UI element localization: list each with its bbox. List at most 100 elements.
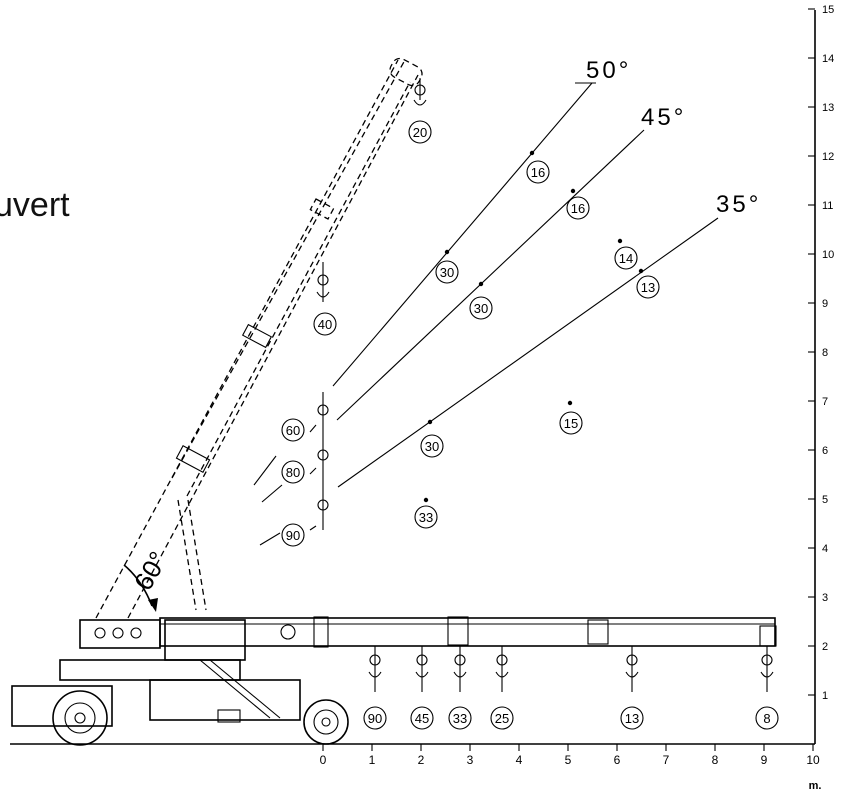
crane-body [11,619,301,727]
x-tick-label: 5 [565,753,572,767]
y-tick-label: 4 [822,543,828,555]
point-marker [444,249,450,255]
unit-label: m. [809,780,822,791]
raised-boom [95,57,423,619]
svg-text:14: 14 [619,251,633,266]
ground-load-badge: 90 [363,706,387,730]
y-tick-label: 2 [822,641,828,653]
ground-load-label: 8 [763,711,770,726]
x-tick-label: 9 [761,753,768,767]
hook-icon [453,646,467,692]
load-badge-free-15: 15 [559,411,583,435]
y-tick-label: 7 [822,396,828,408]
y-tick-label: 13 [822,102,834,114]
point-marker [638,268,644,274]
svg-text:16: 16 [571,201,585,216]
hook-icon [760,646,774,692]
hook-icon [316,262,330,302]
y-tick-label: 1 [822,690,828,702]
y-tick-label: 14 [822,53,834,65]
angle-line-45: 45° [336,104,686,421]
load-badge-90: 90 [281,523,305,547]
svg-text:33: 33 [419,510,433,525]
rear-wheel [303,699,349,745]
svg-text:90: 90 [286,528,300,543]
x-tick-label: 6 [614,753,621,767]
point-marker [617,238,623,244]
x-tick-label: 1 [369,753,376,767]
angle-label-45: 45° [641,104,686,131]
y-tick-label: 8 [822,347,828,359]
x-tick-label: 10 [806,753,820,767]
angle-label-35: 35° [716,191,761,218]
front-wheel [52,690,108,746]
svg-text:30: 30 [474,301,488,316]
hook-icon [368,646,382,692]
svg-text:30: 30 [425,439,439,454]
svg-text:40: 40 [318,317,332,332]
load-badge-40: 40 [313,312,337,336]
ground-load-badge: 25 [490,706,514,730]
hook-icon [317,392,329,530]
load-badge-35-a: 13 [636,275,660,299]
hook-icon [495,646,509,692]
load-badge-50-a: 16 [526,160,550,184]
svg-text:80: 80 [286,465,300,480]
svg-text:16: 16 [531,165,545,180]
angle-line-50: 50° [332,57,631,387]
y-tick-label: 11 [822,200,833,212]
point-marker [567,400,573,406]
y-tick-label: 10 [822,249,834,261]
angle-line-35: 35° [337,191,761,488]
point-marker [529,150,535,156]
angle-label-50: 50° [586,57,631,84]
y-tick-label: 3 [822,592,828,604]
horizontal-boom [159,616,777,648]
load-badge-60: 60 [281,418,305,442]
x-tick-label: 8 [712,753,719,767]
point-marker [570,188,576,194]
point-marker [478,281,484,287]
svg-text:30: 30 [440,265,454,280]
load-badge-tip: 20 [408,120,432,144]
y-tick-label: 12 [822,151,834,163]
load-badge-45-b: 30 [469,296,493,320]
ground-hooks: 90 45 33 25 13 8 [363,646,779,730]
boom-angle-label: 60° [128,546,174,595]
ground-load-badge: 8 [755,706,779,730]
hook-icon [413,78,427,106]
svg-text:20: 20 [413,125,427,140]
ground-load-label: 90 [368,711,382,726]
x-tick-label: 0 [320,753,327,767]
load-badge-50-b: 30 [435,260,459,284]
ground-load-badge: 13 [620,706,644,730]
svg-text:60: 60 [286,423,300,438]
ground-load-label: 13 [625,711,639,726]
load-badge-free-14: 14 [614,246,638,270]
page-title: uvert [0,186,70,224]
x-tick-label: 4 [516,753,523,767]
point-marker [427,419,433,425]
y-tick-label: 5 [822,494,828,506]
ground-load-badge: 33 [448,706,472,730]
ground-load-badge: 45 [410,706,434,730]
load-badge-45-a: 16 [566,196,590,220]
hook-icon [625,646,639,692]
svg-text:15: 15 [564,416,578,431]
hook-icon [415,646,429,692]
point-marker [423,497,429,503]
x-tick-label: 7 [663,753,670,767]
y-tick-label: 6 [822,445,828,457]
load-badge-35-b: 30 [420,434,444,458]
ground-load-label: 33 [453,711,467,726]
ground-load-label: 25 [495,711,509,726]
load-badge-80: 80 [281,460,305,484]
ground-load-label: 45 [415,711,429,726]
y-tick-label: 9 [822,298,828,310]
y-tick-label: 15 [822,4,834,16]
x-tick-label: 2 [418,753,425,767]
x-tick-label: 3 [467,753,474,767]
